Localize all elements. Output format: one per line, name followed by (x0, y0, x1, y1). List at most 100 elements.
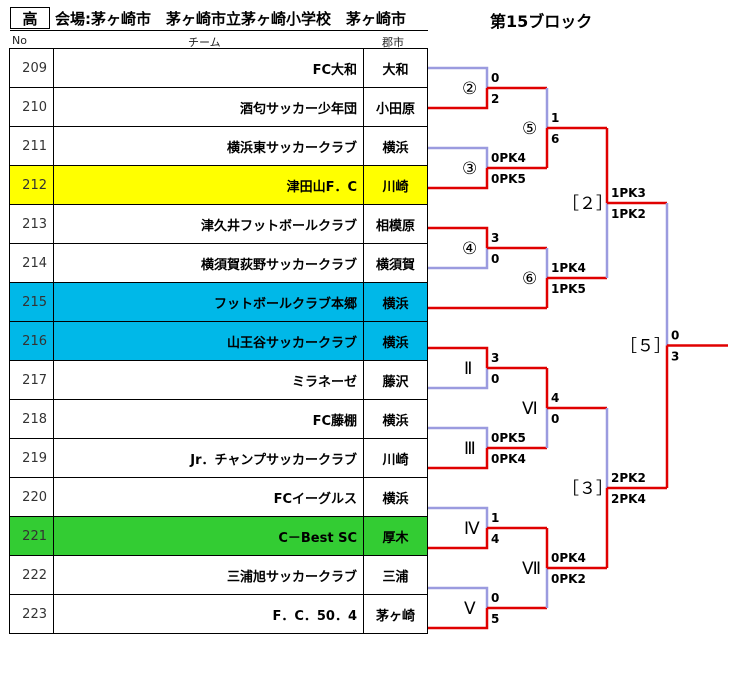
block-title: 第15ブロック (490, 12, 593, 31)
bracket-line (428, 506, 489, 528)
score-top: 0 (671, 329, 679, 343)
team-name: 横浜東サッカークラブ (53, 126, 364, 166)
score-top: 1PK3 (611, 186, 646, 200)
header-underline (10, 30, 428, 31)
match-label: ［３］ (562, 479, 613, 499)
team-city: 横浜 (363, 399, 428, 439)
team-name: F．C．50．4 (53, 594, 364, 634)
score-bottom: 6 (551, 132, 559, 146)
match-label: Ⅳ (464, 519, 480, 539)
score-bottom: 0 (491, 372, 499, 386)
match-label: ［２］ (562, 194, 613, 214)
team-number: 217 (9, 360, 54, 400)
team-city: 横浜 (363, 126, 428, 166)
team-name: FCイーグルス (53, 477, 364, 517)
match-label: ⑥ (522, 269, 537, 289)
bracket-line (428, 426, 489, 448)
score-bottom: 2PK4 (611, 492, 646, 506)
team-city: 川崎 (363, 165, 428, 205)
team-name: Jr．チャンプサッカークラブ (53, 438, 364, 478)
score-top: 1 (551, 111, 559, 125)
team-number: 222 (9, 555, 54, 595)
score-top: 1PK4 (551, 261, 586, 275)
team-number: 212 (9, 165, 54, 205)
match-label: ③ (462, 159, 477, 179)
team-city: 横浜 (363, 282, 428, 322)
score-top: 4 (551, 391, 559, 405)
venue-text: 会場:茅ヶ崎市 茅ヶ崎市立茅ヶ崎小学校 茅ヶ崎市 (55, 10, 407, 28)
team-number: 210 (9, 87, 54, 127)
score-bottom: 0 (551, 412, 559, 426)
match-label: Ⅶ (522, 559, 541, 579)
team-city: 厚木 (363, 516, 428, 556)
bracket-line (428, 448, 489, 470)
team-city: 川崎 (363, 438, 428, 478)
score-top: 2PK2 (611, 471, 646, 485)
bracket-line (428, 88, 489, 110)
team-name: フットボールクラブ本郷 (53, 282, 364, 322)
score-bottom: 1PK5 (551, 282, 586, 296)
team-number: 211 (9, 126, 54, 166)
team-city: 茅ヶ崎 (363, 594, 428, 634)
score-top: 3 (491, 351, 499, 365)
match-label: Ⅴ (464, 599, 476, 619)
score-top: 3 (491, 231, 499, 245)
team-city: 三浦 (363, 555, 428, 595)
team-number: 223 (9, 594, 54, 634)
score-top: 0 (491, 71, 499, 85)
team-number: 214 (9, 243, 54, 283)
match-label: Ⅱ (464, 359, 472, 379)
column-header-team: チーム (188, 36, 221, 49)
score-bottom: 0PK4 (491, 452, 526, 466)
team-city: 大和 (363, 48, 428, 88)
bracket-line (428, 248, 489, 270)
score-top: 1 (491, 511, 499, 525)
column-header-no: No (12, 34, 27, 47)
bracket-line (428, 528, 489, 550)
team-name: 津田山F．C (53, 165, 364, 205)
bracket-line (428, 368, 489, 390)
column-header-city: 郡市 (382, 36, 404, 49)
score-bottom: 4 (491, 532, 499, 546)
grade-badge: 高 (10, 7, 50, 29)
team-name: 酒匂サッカー少年団 (53, 87, 364, 127)
match-label: Ⅲ (464, 439, 476, 459)
team-city: 相模原 (363, 204, 428, 244)
score-bottom: 0 (491, 252, 499, 266)
score-bottom: 0PK5 (491, 172, 526, 186)
bracket-line (428, 66, 489, 88)
team-city: 藤沢 (363, 360, 428, 400)
score-top: 0PK5 (491, 431, 526, 445)
team-number: 215 (9, 282, 54, 322)
score-top: 0 (491, 591, 499, 605)
bracket-line (428, 586, 489, 608)
score-bottom: 3 (671, 350, 679, 364)
team-name: 津久井フットボールクラブ (53, 204, 364, 244)
team-name: 三浦旭サッカークラブ (53, 555, 364, 595)
team-number: 209 (9, 48, 54, 88)
score-top: 0PK4 (491, 151, 526, 165)
match-label: ④ (462, 239, 477, 259)
team-name: 横須賀荻野サッカークラブ (53, 243, 364, 283)
score-bottom: 2 (491, 92, 499, 106)
score-bottom: 1PK2 (611, 207, 646, 221)
team-number: 220 (9, 477, 54, 517)
score-bottom: 0PK2 (551, 572, 586, 586)
team-number: 219 (9, 438, 54, 478)
bracket-line (428, 226, 489, 248)
